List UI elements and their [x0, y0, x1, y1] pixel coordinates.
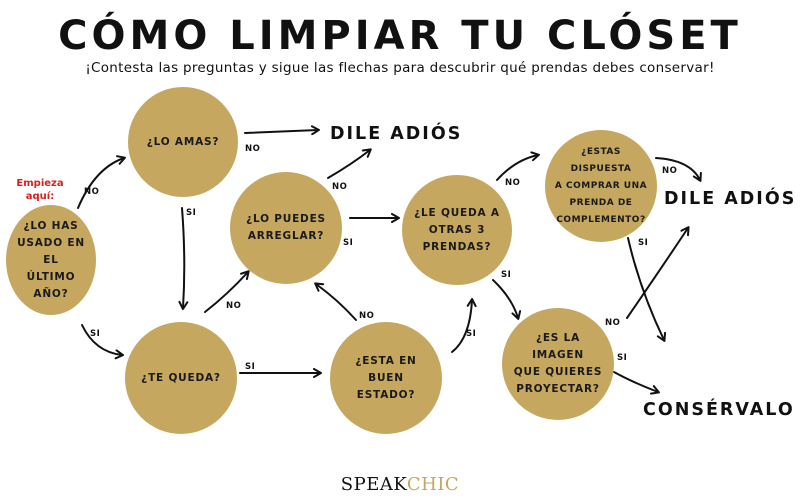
node-text: ¿LO AMAS?	[146, 135, 220, 148]
label-si-q6: SI	[501, 270, 512, 280]
label-no-q1: NO	[84, 187, 100, 197]
outcome-goodbye-1: DILE ADIÓS	[330, 124, 463, 144]
label-si-q8: SI	[617, 353, 628, 363]
outcome-keep: CONSÉRVALO	[643, 400, 795, 420]
arrow-q5-q6	[451, 298, 477, 353]
arrow-q5-q4	[314, 282, 357, 321]
arrow-q8-keep	[613, 371, 660, 395]
label-no-q8: NO	[605, 318, 621, 328]
label-no-q6: NO	[505, 178, 521, 188]
label-si-q5: SI	[466, 329, 477, 339]
label-no-q2: NO	[245, 144, 261, 154]
arrow-q8-goodbye	[626, 226, 690, 319]
question-matches-3-items: ¿LE QUEDA A OTRAS 3 PRENDAS?	[402, 175, 512, 285]
label-no-q3: NO	[226, 301, 242, 311]
arrow-q1-q3	[81, 324, 124, 360]
question-good-condition: ¿ESTA EN BUEN ESTADO?	[330, 322, 442, 434]
page-subtitle: ¡Contesta las preguntas y sigue las flec…	[85, 60, 715, 76]
label-si-q1: SI	[90, 329, 101, 339]
arrow-q7-goodbye	[655, 157, 702, 182]
arrow-q6-q7	[496, 151, 540, 181]
label-no-q7: NO	[662, 166, 678, 176]
outcome-goodbye-2: DILE ADIÓS	[664, 189, 797, 209]
arrow-q7-keep	[627, 237, 667, 342]
brand-logo: SPEAKCHIC	[340, 474, 460, 495]
start-label: Empieza aquí:	[16, 178, 64, 202]
node-text: ¿LO HAS USADO EN EL ÚLTIMO AÑO?	[17, 219, 85, 300]
arrow-q6-q8	[492, 279, 522, 320]
question-fits: ¿TE QUEDA?	[125, 322, 237, 434]
arrow-q2-q3	[178, 207, 189, 310]
arrow-q2-goodbye	[244, 125, 320, 136]
node-text: ¿TE QUEDA?	[141, 371, 221, 384]
node-text: ¿ESTA EN BUEN ESTADO?	[355, 354, 417, 401]
node-text: ¿ES LA IMAGEN QUE QUIERES PROYECTAR?	[513, 332, 603, 395]
arrow-q3-q4	[204, 270, 250, 313]
page-title: CÓMO LIMPIAR TU CLÓSET	[58, 13, 742, 59]
question-love-it: ¿LO AMAS?	[128, 87, 238, 197]
label-no-q4: NO	[332, 182, 348, 192]
label-si-q4: SI	[343, 238, 354, 248]
label-si-q2: SI	[186, 208, 197, 218]
label-si-q7: SI	[638, 238, 649, 248]
node-text: ¿LE QUEDA A OTRAS 3 PRENDAS?	[414, 206, 500, 253]
node-text: ¿LO PUEDES ARREGLAR?	[246, 213, 326, 242]
label-si-q3: SI	[245, 362, 256, 372]
question-used-last-year: ¿LO HAS USADO EN EL ÚLTIMO AÑO?	[6, 205, 96, 315]
question-buy-complement: ¿ESTAS DISPUESTA A COMPRAR UNA PRENDA DE…	[545, 130, 657, 242]
question-image-to-project: ¿ES LA IMAGEN QUE QUIERES PROYECTAR?	[502, 308, 614, 420]
node-text: ¿ESTAS DISPUESTA A COMPRAR UNA PRENDA DE…	[554, 146, 648, 225]
arrow-q4-goodbye	[327, 148, 372, 179]
question-can-fix: ¿LO PUEDES ARREGLAR?	[230, 172, 342, 284]
arrow-q1-q2	[77, 155, 126, 209]
label-no-q5: NO	[359, 311, 375, 321]
